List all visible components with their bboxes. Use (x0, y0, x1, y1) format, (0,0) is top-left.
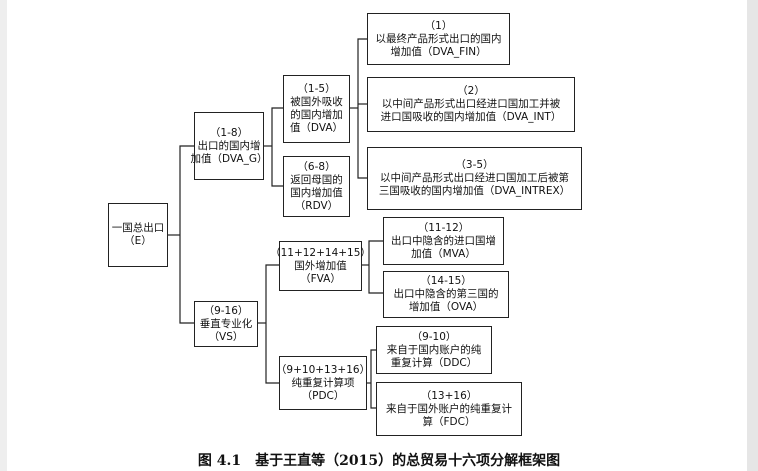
node-dva-intrex: （3-5） 以中间产品形式出口经进口国加工后被第 三国吸收的国内增加值（DVA_… (367, 147, 582, 210)
node-dva-intrex-line-1: （3-5） (455, 159, 494, 171)
node-dva-g-line-3: 加值（DVA_G） (190, 152, 268, 165)
node-fva-line-3: （FVA） (300, 272, 341, 285)
node-rdv-line-2: 返回母国的 (290, 173, 343, 186)
node-dva-line-2: 被国外吸收 (290, 96, 343, 108)
node-fdc-line-1: （13+16） (420, 389, 478, 402)
node-dva: （1-5） 被国外吸收 的国内增加 值（DVA） (283, 75, 350, 143)
connector-fva-branches (368, 240, 383, 294)
node-mva-line-3: 加值（MVA） (411, 247, 476, 260)
node-dva-intrex-line-2: 以中间产品形式出口经进口国加工后被第 (380, 172, 569, 184)
node-dva-intrex-line-3: 三国吸收的国内增加值（DVA_INTREX） (378, 185, 571, 197)
node-mva: （11-12） 出口中隐含的进口国增 加值（MVA） (383, 217, 504, 265)
node-ova-line-3: 增加值（OVA） (408, 301, 484, 313)
node-fdc-line-3: 算（FDC） (422, 415, 476, 428)
node-pdc-line-2: 纯重复计算项 (291, 376, 355, 389)
node-fdc: （13+16） 来自于国外账户的纯重复计 算（FDC） (376, 382, 522, 436)
node-total-export-line-2: （E） (124, 235, 152, 247)
node-ddc-line-3: 重复计算（DDC） (390, 356, 478, 369)
node-dva-g: （1-8） 出口的国内增 加值（DVA_G） (191, 112, 268, 180)
node-dva-line-3: 的国内增加 (290, 109, 343, 121)
node-pdc-line-3: （PDC） (301, 389, 345, 402)
connector-dva-branches (357, 38, 367, 179)
node-dva-int: （2） 以中间产品形式出口经进口国加工并被 进口国吸收的国内增加值（DVA_IN… (367, 77, 575, 132)
node-dva-int-line-3: 进口国吸收的国内增加值（DVA_INT） (380, 111, 562, 123)
node-dva-fin-line-2: 以最终产品形式出口的国内 (375, 32, 502, 45)
connector-pdc-branches (370, 349, 376, 409)
node-vs-line-3: （VS） (208, 330, 244, 343)
node-ova-line-1: （14-15） (420, 275, 472, 287)
node-rdv: （6-8） 返回母国的 国内增加值 （RDV） (283, 156, 350, 217)
node-dva-int-line-1: （2） (457, 85, 485, 97)
node-mva-line-2: 出口中隐含的进口国增 (391, 234, 496, 247)
node-pdc-line-1: （9+10+13+16） (275, 363, 371, 376)
node-fdc-line-2: 来自于国外账户的纯重复计 (386, 402, 512, 415)
node-vs-line-2: 垂直专业化 (199, 317, 253, 330)
node-fva: （11+12+14+15） 国外增加值 （FVA） (270, 241, 371, 291)
node-dva-line-4: 值（DVA） (289, 122, 344, 134)
node-mva-line-1: （11-12） (417, 221, 470, 234)
node-fva-line-2: 国外增加值 (294, 259, 347, 272)
node-dva-fin-line-1: （1） (424, 19, 453, 32)
node-total-export: 一国总出口 （E） (108, 203, 168, 267)
node-dva-g-line-2: 出口的国内增 (197, 139, 261, 152)
figure-caption: 图 4.1 基于王直等（2015）的总贸易十六项分解框架图 (197, 453, 561, 469)
node-ova-line-2: 出口中隐含的第三国的 (393, 288, 499, 300)
node-dva-fin: （1） 以最终产品形式出口的国内 增加值（DVA_FIN） (367, 13, 510, 65)
node-dva-fin-line-3: 增加值（DVA_FIN） (390, 45, 487, 58)
node-total-export-line-1: 一国总出口 (111, 222, 165, 234)
node-dva-line-1: （1-5） (297, 83, 336, 95)
node-dva-g-line-1: （1-8） (209, 126, 249, 139)
node-pdc: （9+10+13+16） 纯重复计算项 （PDC） (275, 356, 371, 410)
node-rdv-line-1: （6-8） (297, 160, 336, 173)
node-ddc: （9-10） 来自于国内账户的纯 重复计算（DDC） (376, 326, 492, 374)
connector-root-branches (179, 145, 194, 324)
node-dva-int-line-2: 以中间产品形式出口经进口国加工并被 (381, 98, 561, 110)
node-ddc-line-2: 来自于国内账户的纯 (386, 343, 482, 356)
page-right-edge (747, 0, 758, 471)
page-left-edge (0, 0, 7, 471)
node-rdv-line-4: （RDV） (294, 199, 339, 212)
node-ddc-line-1: （9-10） (411, 330, 457, 343)
node-vs: （9-16） 垂直专业化 （VS） (194, 301, 258, 347)
node-fva-line-1: （11+12+14+15） (270, 246, 371, 259)
connector-dva-g-branches (271, 107, 283, 187)
connector-vs-branches (265, 264, 279, 384)
node-ova: （14-15） 出口中隐含的第三国的 增加值（OVA） (383, 271, 509, 318)
node-rdv-line-3: 国内增加值 (290, 186, 343, 199)
node-vs-line-1: （9-16） (203, 304, 249, 317)
